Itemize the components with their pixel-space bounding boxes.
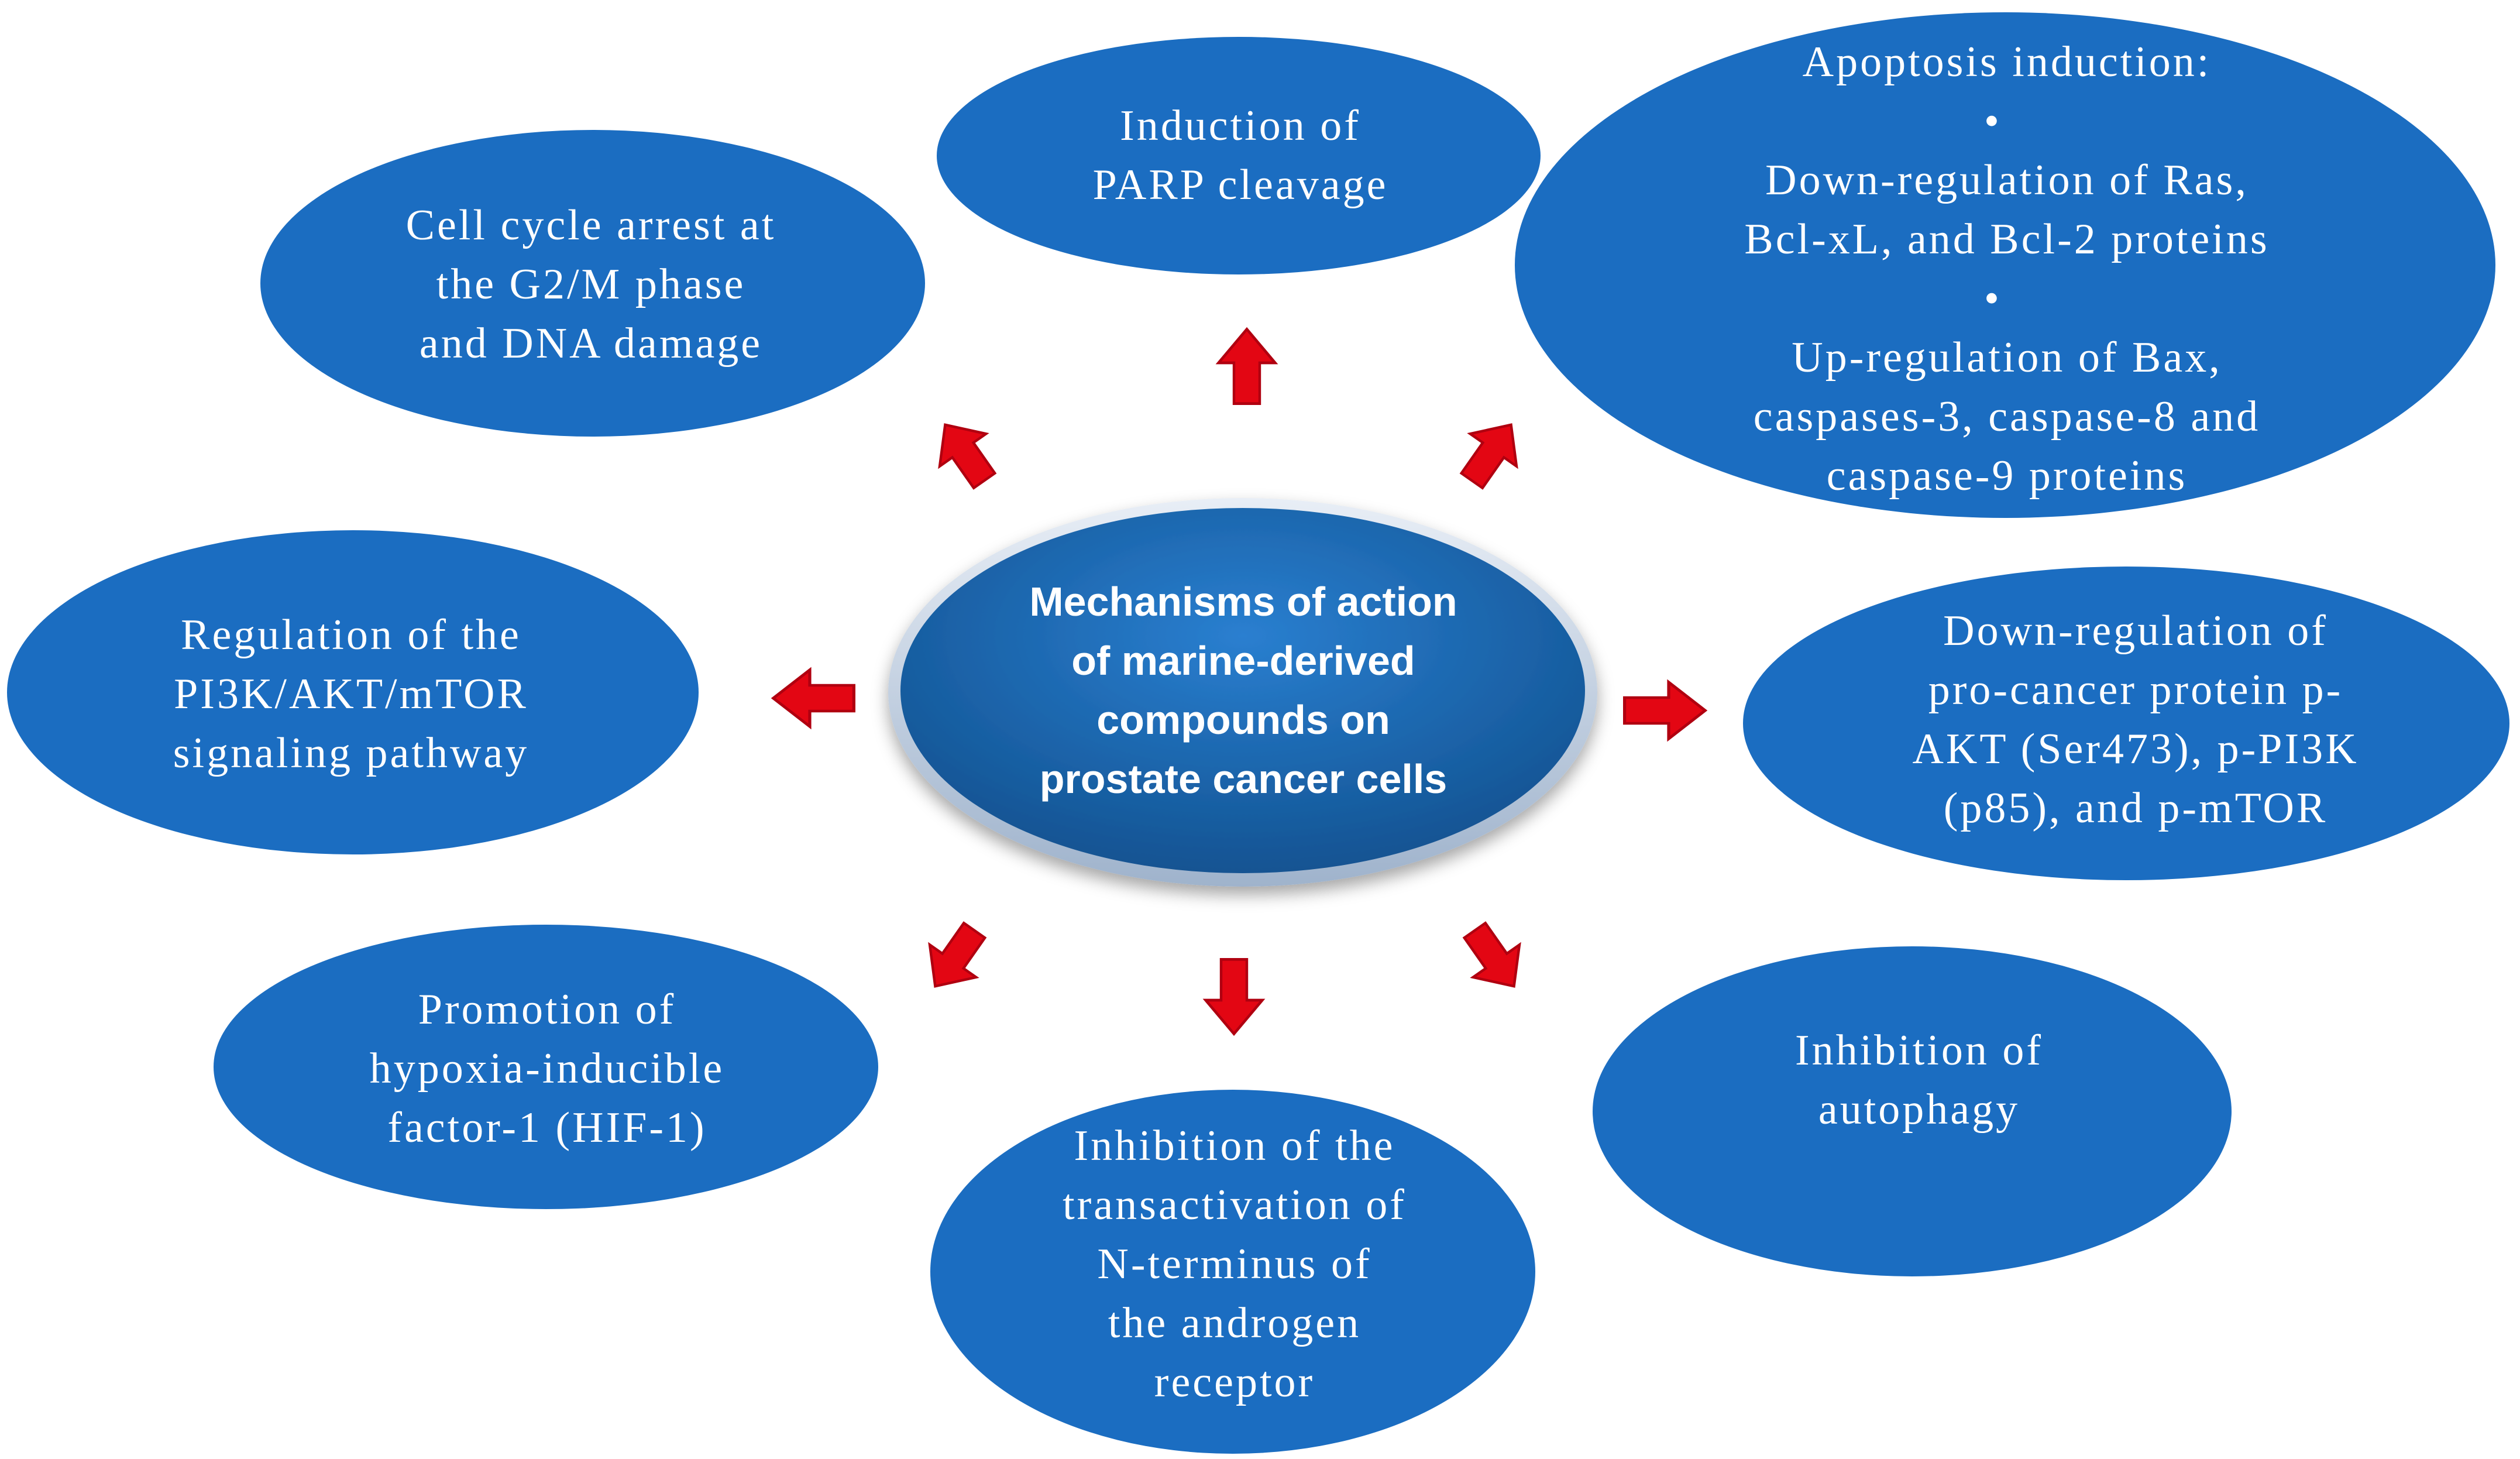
apoptosis-bullet-line: • Up-regulation of Bax, [1744, 269, 2269, 387]
arrow-down-right-icon [1462, 921, 1521, 988]
parp-line: Induction of [1120, 102, 1361, 150]
autophagy-line: Inhibition of [1794, 1027, 2044, 1074]
center-title-line: of marine-derived [1071, 638, 1415, 684]
pro-cancer-downregulation-text: Down-regulation of pro-cancer protein p-… [1843, 597, 2428, 843]
center-title-line: prostate cancer cells [1039, 756, 1448, 802]
arrow-left-icon [771, 667, 855, 730]
apoptosis-bullet-text: Up-regulation of Bax, [1792, 334, 2222, 382]
apoptosis-heading: Apoptosis induction: [1802, 38, 2212, 86]
downreg-line: AKT (Ser473), p-PI3K [1912, 725, 2359, 773]
downreg-line: Down-regulation of [1943, 607, 2328, 655]
arrow-up-icon [1215, 327, 1278, 406]
arrow-right-icon [1623, 679, 1708, 742]
oval-parp-cleavage [937, 37, 1541, 274]
androgen-receptor-text: Inhibition of the transactivation of N-t… [995, 1112, 1474, 1416]
oval-androgen-receptor [930, 1090, 1535, 1454]
cell-cycle-line: the G2/M phase [436, 260, 746, 308]
pi3k-line: signaling pathway [173, 729, 530, 777]
pi3k-line: Regulation of the [181, 610, 521, 659]
downreg-line: pro-cancer protein p- [1928, 666, 2343, 714]
androgen-line: N-terminus of [1097, 1240, 1372, 1288]
apoptosis-text: Apoptosis induction: • Down-regulation of… [1615, 38, 2399, 500]
hif-line: factor-1 (HIF-1) [387, 1103, 707, 1152]
autophagy-inhibition-text: Inhibition of autophagy [1697, 1018, 2141, 1142]
oval-pi3k-regulation [7, 530, 699, 854]
arrow-up-right-icon [1459, 423, 1518, 490]
center-oval [888, 498, 1597, 887]
center-title-line: compounds on [1096, 697, 1390, 743]
oval-autophagy-inhibition [1593, 946, 2232, 1276]
androgen-line: receptor [1154, 1358, 1315, 1406]
oval-cell-cycle-arrest [260, 130, 925, 437]
center-title: Mechanisms of action of marine-derived c… [936, 538, 1550, 843]
apoptosis-bullet-item: • Up-regulation of Bax, caspases-3, caspa… [1744, 269, 2269, 506]
cell-cycle-line: and DNA damage [419, 319, 763, 368]
downreg-line: (p85), and p-mTOR [1943, 784, 2328, 832]
arrow-down-left-icon [928, 921, 987, 988]
oval-apoptosis-induction [1515, 12, 2495, 518]
pi3k-regulation-text: Regulation of the PI3K/AKT/mTOR signalin… [88, 603, 614, 785]
parp-line: PARP cleavage [1092, 161, 1388, 209]
bullet-icon: • [1984, 274, 2002, 322]
androgen-line: transactivation of [1063, 1180, 1407, 1229]
apoptosis-bullet-list: • Down-regulation of Ras, Bcl-xL, and Bcl… [1744, 92, 2269, 506]
apoptosis-bullet-line: Bcl-xL, and Bcl-2 proteins [1744, 215, 2270, 263]
bullet-icon: • [1984, 97, 2002, 145]
apoptosis-bullet-line: caspase-9 proteins [1826, 452, 2188, 500]
arrow-down-icon [1202, 957, 1266, 1036]
androgen-line: Inhibition of the [1074, 1121, 1395, 1170]
hif-promotion-text: Promotion of hypoxia-inducible factor-1 … [304, 977, 790, 1160]
oval-hif-promotion [214, 925, 878, 1209]
center-title-line: Mechanisms of action [1029, 579, 1457, 624]
apoptosis-bullet-line: • Down-regulation of Ras, [1744, 92, 2269, 210]
cell-cycle-line: Cell cycle arrest at [405, 201, 776, 249]
apoptosis-bullet-text: Down-regulation of Ras, [1765, 156, 2249, 204]
hif-line: Promotion of [418, 985, 676, 1034]
autophagy-line: autophagy [1818, 1086, 2020, 1134]
parp-cleavage-text: Induction of PARP cleavage [1006, 94, 1474, 218]
arrow-up-left-icon [938, 423, 997, 490]
pi3k-line: PI3K/AKT/mTOR [174, 670, 528, 718]
apoptosis-bullet-line: caspases-3, caspase-8 and [1753, 393, 2261, 441]
androgen-line: the androgen [1108, 1299, 1362, 1347]
hif-line: hypoxia-inducible [369, 1044, 725, 1093]
oval-pro-cancer-downregulation [1743, 567, 2509, 880]
apoptosis-bullet-item: • Down-regulation of Ras, Bcl-xL, and Bcl… [1744, 92, 2269, 269]
cell-cycle-text: Cell cycle arrest at the G2/M phase and … [328, 193, 854, 376]
